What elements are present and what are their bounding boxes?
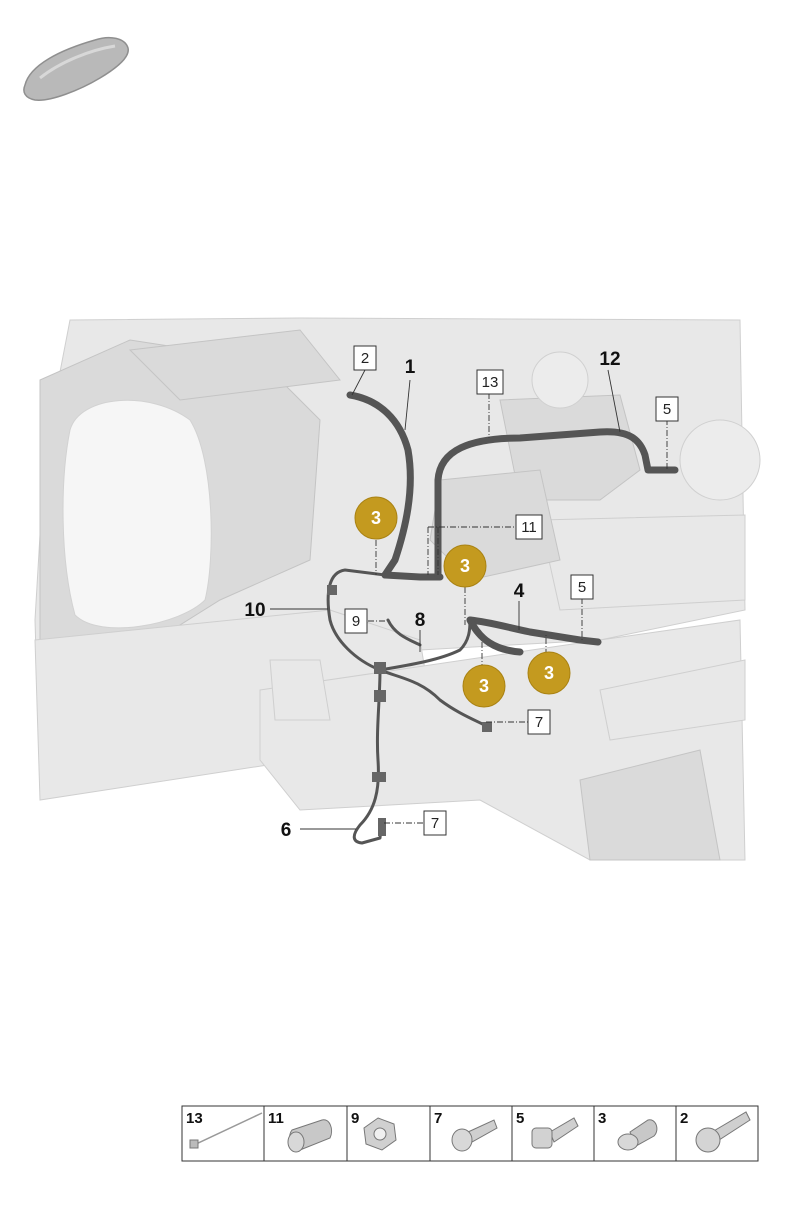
- bolt-icon: [531, 1117, 579, 1149]
- parts-legend: 13 11 9 7: [181, 1105, 759, 1162]
- svg-text:3: 3: [460, 556, 470, 576]
- svg-text:7: 7: [431, 815, 439, 832]
- callout-11: 11: [515, 514, 543, 540]
- svg-text:7: 7: [434, 1110, 442, 1127]
- car-thumbnail-icon: [23, 36, 129, 101]
- gold-marker-3: 3: [443, 544, 487, 588]
- callout-10: 10: [244, 600, 265, 621]
- svg-text:3: 3: [371, 508, 381, 528]
- svg-text:9: 9: [351, 1110, 359, 1127]
- callout-2: 2: [353, 345, 377, 371]
- legend-item-7: 7: [434, 1110, 498, 1152]
- svg-text:5: 5: [663, 401, 671, 418]
- legend-item-3: 3: [598, 1110, 658, 1151]
- callout-5-mid: 5: [570, 574, 594, 600]
- legend-item-11: 11: [268, 1110, 333, 1153]
- svg-text:7: 7: [535, 714, 543, 731]
- leader-lines: [270, 369, 668, 830]
- callout-5-top: 5: [655, 396, 679, 422]
- callout-13: 13: [476, 369, 504, 395]
- legend-item-2: 2: [680, 1110, 751, 1153]
- clip-nut-icon: [287, 1119, 333, 1153]
- svg-text:13: 13: [186, 1110, 203, 1127]
- svg-text:9: 9: [352, 613, 360, 630]
- callout-8: 8: [415, 610, 426, 631]
- svg-text:5: 5: [578, 579, 586, 596]
- svg-text:3: 3: [479, 676, 489, 696]
- gold-marker-3: 3: [527, 651, 571, 695]
- callout-7-bottom: 7: [423, 810, 447, 836]
- svg-text:11: 11: [521, 519, 537, 536]
- gold-marker-3: 3: [354, 496, 398, 540]
- screw-icon: [451, 1119, 498, 1152]
- svg-text:13: 13: [482, 374, 499, 391]
- callout-6: 6: [281, 820, 292, 841]
- callout-4: 4: [514, 581, 525, 602]
- svg-text:2: 2: [361, 350, 369, 367]
- wiring-harness: [326, 391, 679, 845]
- flange-bolt-icon: [695, 1111, 751, 1153]
- hex-nut-icon: [363, 1117, 397, 1151]
- cable-tie-icon: [189, 1112, 263, 1149]
- svg-text:5: 5: [516, 1110, 524, 1127]
- svg-text:3: 3: [544, 663, 554, 683]
- callout-7-mid: 7: [527, 709, 551, 735]
- vehicle-body-structure: [34, 317, 761, 861]
- svg-text:2: 2: [680, 1110, 688, 1127]
- svg-text:3: 3: [598, 1110, 606, 1127]
- callout-12: 12: [599, 349, 620, 370]
- legend-item-13: 13: [186, 1110, 263, 1149]
- clip-icon: [617, 1119, 658, 1151]
- callout-1: 1: [405, 357, 416, 378]
- svg-text:11: 11: [268, 1110, 284, 1127]
- gold-marker-3: 3: [462, 664, 506, 708]
- legend-item-9: 9: [351, 1110, 397, 1151]
- legend-item-5: 5: [516, 1110, 579, 1149]
- callout-9: 9: [344, 608, 368, 634]
